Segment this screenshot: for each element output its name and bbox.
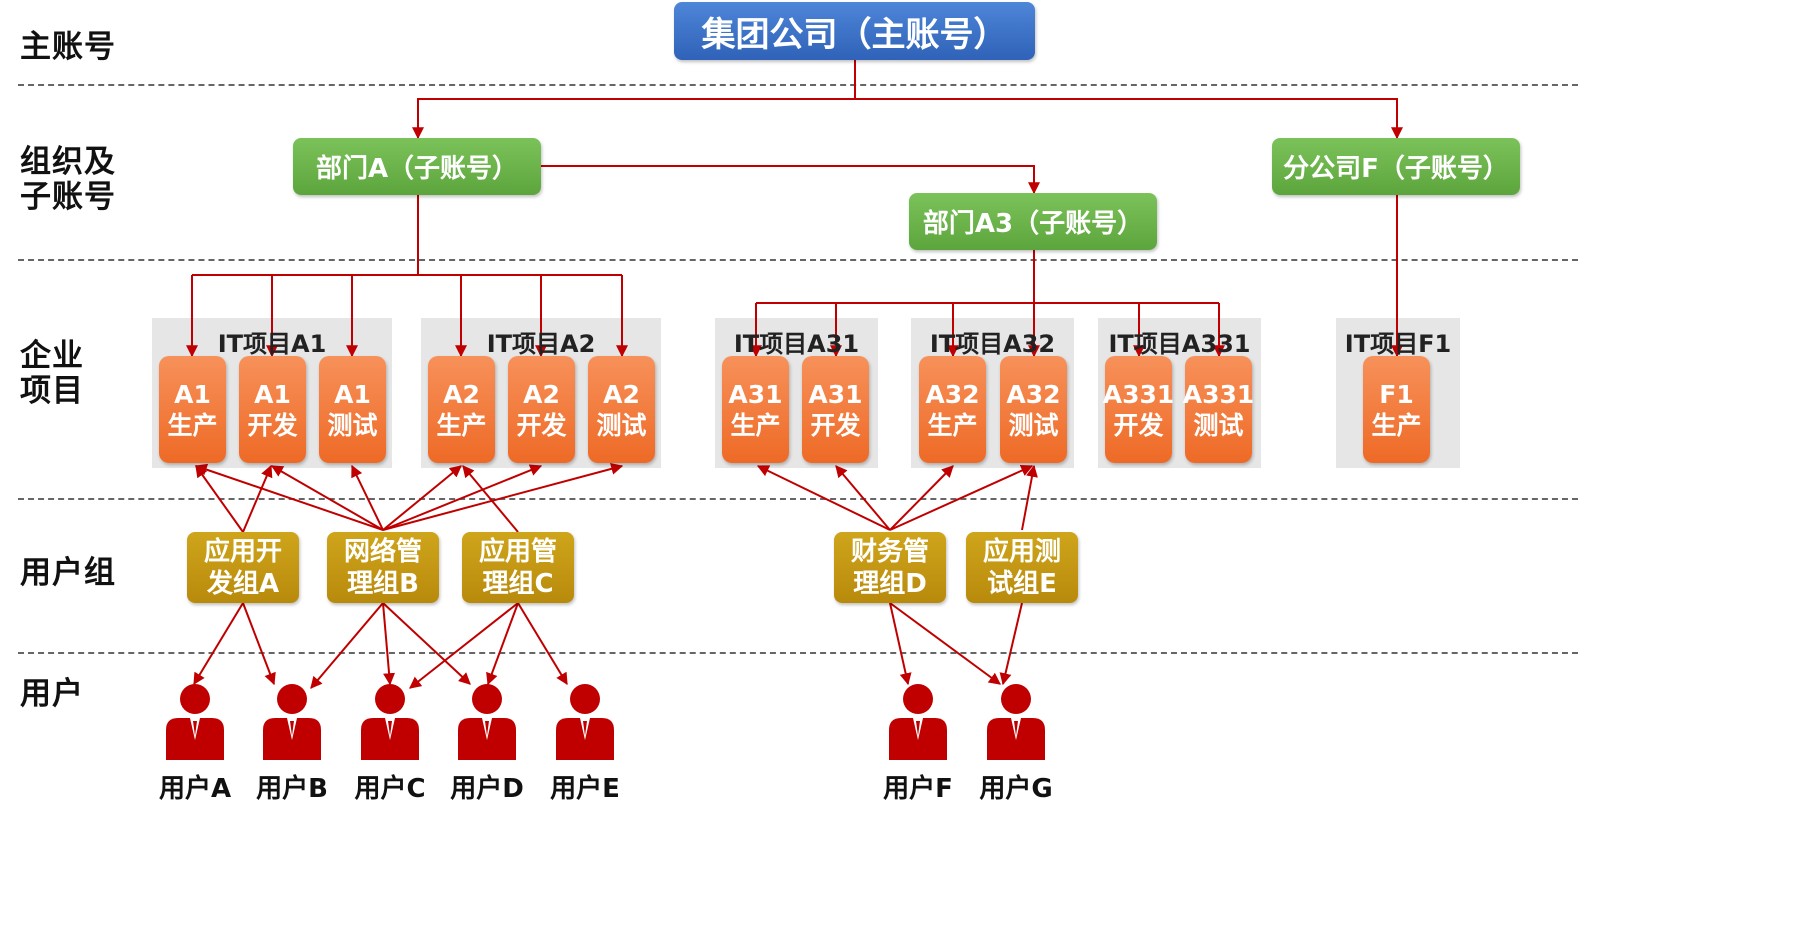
user-icon (987, 684, 1045, 760)
user-label-c: 用户C (354, 774, 426, 804)
env-type: 生产 (927, 410, 978, 440)
tier-label-org-line2: 子账号 (20, 179, 116, 215)
group-label-line2: 理组B (347, 568, 419, 599)
env-type: 开发 (1113, 410, 1164, 440)
tier-label-user: 用户 (20, 676, 84, 712)
env-a2-dev: A2 开发 (508, 356, 575, 463)
project-title-a2: IT项目A2 (486, 330, 596, 358)
user-icon (166, 684, 224, 760)
env-code: F1 (1379, 379, 1414, 409)
env-a32-test: A32 测试 (1000, 356, 1067, 463)
env-code: A2 (603, 379, 640, 409)
group-label-line2: 发组A (206, 568, 280, 599)
tier-label-project-line1: 企业 (20, 338, 84, 374)
env-type: 测试 (596, 410, 647, 440)
group-network-mgmt-b: 网络管 理组B (327, 532, 439, 603)
env-type: 生产 (1371, 410, 1422, 440)
env-code: A1 (334, 379, 371, 409)
env-code: A1 (254, 379, 291, 409)
subaccount-dept-a3: 部门A3（子账号） (909, 193, 1157, 250)
env-type: 开发 (810, 410, 861, 440)
env-code: A2 (523, 379, 560, 409)
env-a31-prod: A31 生产 (722, 356, 789, 463)
env-type: 测试 (327, 410, 378, 440)
user-label-b: 用户B (256, 774, 328, 804)
tier-divider (18, 498, 1578, 500)
project-title-f1: IT项目F1 (1344, 330, 1452, 358)
env-code: A32 (925, 379, 980, 409)
env-type: 开发 (247, 410, 298, 440)
env-code: A331 (1182, 379, 1255, 409)
subaccount-dept-a: 部门A（子账号） (293, 138, 541, 195)
env-type: 测试 (1008, 410, 1059, 440)
group-label-line2: 理组D (853, 568, 927, 599)
user-label-g: 用户G (979, 774, 1053, 804)
user-icon (556, 684, 614, 760)
env-type: 测试 (1193, 410, 1244, 440)
env-a331-test: A331 测试 (1182, 356, 1255, 463)
subaccount-branch-f: 分公司F（子账号） (1272, 138, 1520, 195)
env-type: 生产 (730, 410, 781, 440)
env-code: A31 (808, 379, 863, 409)
env-a331-dev: A331 开发 (1102, 356, 1175, 463)
group-label-line1: 应用开 (203, 536, 282, 567)
group-label-line2: 理组C (482, 568, 554, 599)
env-code: A2 (443, 379, 480, 409)
user-icon (458, 684, 516, 760)
group-app-dev-a: 应用开 发组A (187, 532, 299, 603)
user-icon (263, 684, 321, 760)
env-a32-prod: A32 生产 (919, 356, 986, 463)
env-type: 生产 (436, 410, 487, 440)
tier-label-master: 主账号 (20, 29, 116, 65)
env-a31-dev: A31 开发 (802, 356, 869, 463)
user-label-f: 用户F (883, 774, 953, 804)
group-label-line2: 试组E (987, 568, 1057, 599)
group-label-line1: 应用管 (478, 536, 557, 567)
env-a1-dev: A1 开发 (239, 356, 306, 463)
env-type: 生产 (167, 410, 218, 440)
user-icon (889, 684, 947, 760)
project-title-a32: IT项目A32 (929, 330, 1056, 358)
project-title-a1: IT项目A1 (217, 330, 327, 358)
env-a1-prod: A1 生产 (159, 356, 226, 463)
env-a2-test: A2 测试 (588, 356, 655, 463)
tier-divider (18, 652, 1578, 654)
group-app-mgmt-c: 应用管 理组C (462, 532, 574, 603)
env-code: A331 (1102, 379, 1175, 409)
group-finance-mgmt-d: 财务管 理组D (834, 532, 946, 603)
group-label-line1: 网络管 (343, 536, 422, 567)
user-icon (361, 684, 419, 760)
env-code: A31 (728, 379, 783, 409)
group-app-test-e: 应用测 试组E (966, 532, 1078, 603)
tier-divider (18, 84, 1578, 86)
env-f1-prod: F1 生产 (1363, 356, 1430, 463)
tier-label-group: 用户组 (20, 555, 116, 591)
group-label-line1: 财务管 (850, 536, 929, 567)
env-code: A32 (1006, 379, 1061, 409)
user-label-e: 用户E (550, 774, 620, 804)
project-title-a31: IT项目A31 (733, 330, 860, 358)
group-label-line1: 应用测 (982, 536, 1061, 567)
master-account-box: 集团公司（主账号） (674, 2, 1035, 60)
env-a2-prod: A2 生产 (428, 356, 495, 463)
user-label-d: 用户D (450, 774, 524, 804)
env-a1-test: A1 测试 (319, 356, 386, 463)
user-label-a: 用户A (158, 774, 232, 804)
env-code: A1 (174, 379, 211, 409)
project-title-a331: IT项目A331 (1108, 330, 1251, 358)
env-type: 开发 (516, 410, 567, 440)
tier-label-org-line1: 组织及 (20, 144, 116, 180)
tier-divider (18, 259, 1578, 261)
tier-label-project-line2: 项目 (20, 373, 84, 409)
